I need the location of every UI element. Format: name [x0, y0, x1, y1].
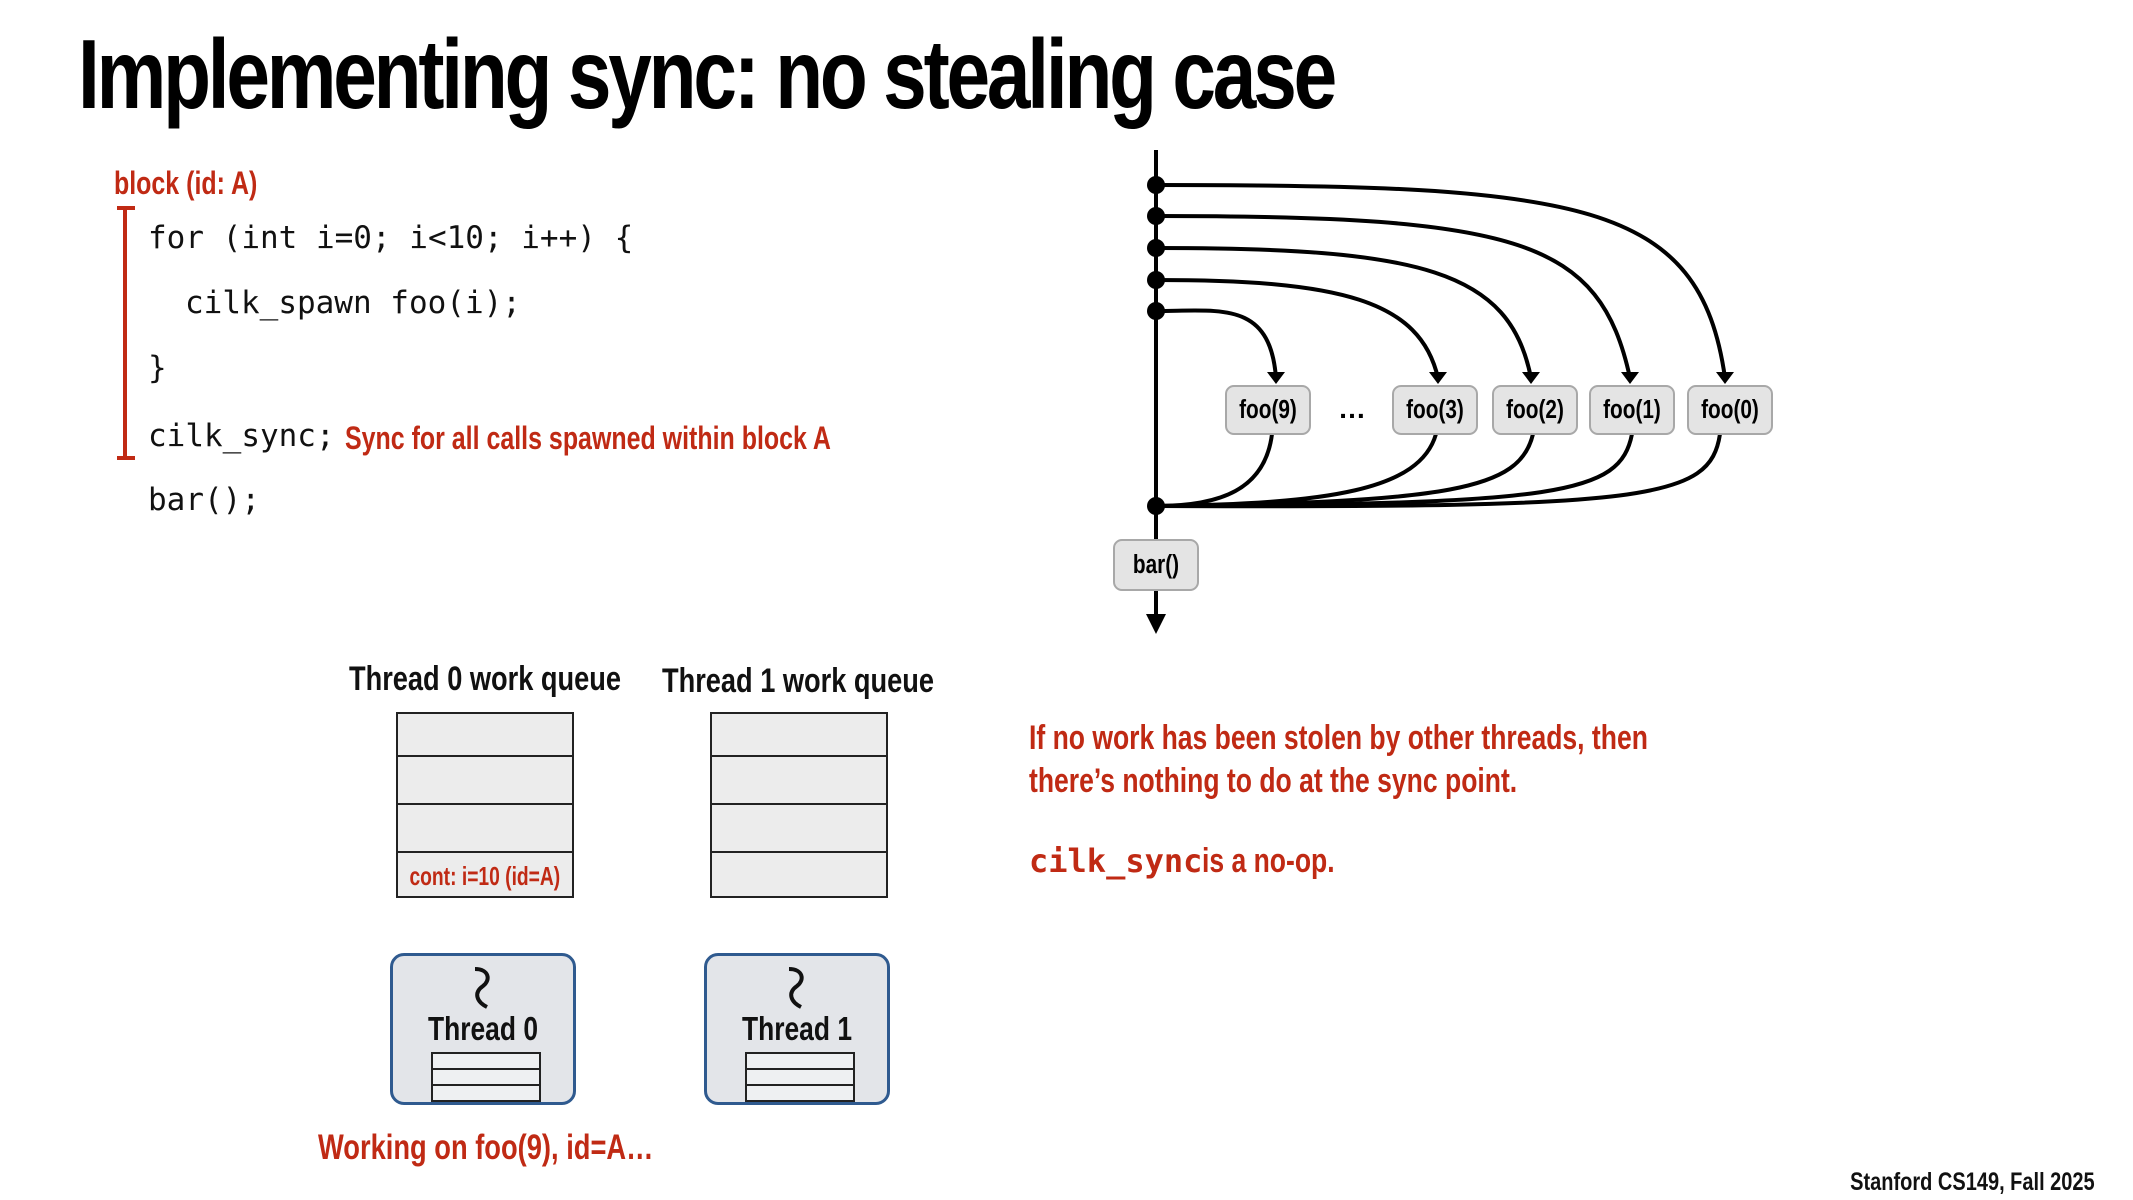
queue-slot	[398, 714, 572, 757]
svg-text:foo(0): foo(0)	[1701, 395, 1759, 424]
join-edge-foo3	[1155, 433, 1438, 508]
spawn-point	[1147, 207, 1165, 225]
queue-slot	[712, 757, 886, 805]
join-edge-foo0	[1155, 433, 1722, 509]
queue-slot	[712, 853, 886, 896]
spawn-point	[1147, 271, 1165, 289]
node-foo0: foo(0)	[1687, 385, 1773, 435]
node-foo1: foo(1)	[1589, 385, 1675, 435]
spawn-edge-foo9	[1155, 308, 1278, 379]
explanation-noop-rest: is a no-op.	[1202, 842, 1335, 880]
thread0-stack	[431, 1052, 541, 1102]
svg-text:foo(2): foo(2)	[1506, 395, 1564, 424]
spawn-edge-foo1	[1155, 214, 1632, 379]
thread0-label: Thread 0	[427, 1010, 539, 1047]
block-label: block (id: A)	[114, 165, 258, 201]
svg-text:foo(9): foo(9)	[1239, 395, 1297, 424]
main-thread-arrow	[1146, 614, 1166, 634]
spawn-point	[1147, 239, 1165, 257]
svg-text:foo(3): foo(3)	[1406, 395, 1464, 424]
slide-title: Implementing sync: no stealing case	[78, 19, 1337, 129]
code-line-close-brace: }	[148, 350, 167, 386]
node-foo2: foo(2)	[1492, 385, 1578, 435]
thread1-stack	[745, 1052, 855, 1102]
explanation-line2: there’s nothing to do at the sync point.	[1029, 762, 1518, 800]
svg-text:foo(1): foo(1)	[1603, 395, 1661, 424]
thread0-status: Working on foo(9), id=A…	[318, 1128, 654, 1167]
join-edge-foo1	[1155, 433, 1634, 508]
sync-note: Sync for all calls spawned within block …	[345, 420, 831, 456]
spawn-point	[1147, 176, 1165, 194]
explanation-text: If no work has been stolen by other thre…	[1029, 717, 1648, 803]
block-bracket	[117, 206, 135, 460]
code-line-for: for (int i=0; i<10; i++) {	[148, 220, 634, 256]
thread0-queue-title: Thread 0 work queue	[348, 660, 622, 698]
explanation-line1: If no work has been stolen by other thre…	[1029, 719, 1648, 757]
code-line-bar: bar();	[148, 482, 260, 518]
sync-point	[1147, 497, 1165, 515]
spawn-edge-foo2	[1155, 246, 1533, 379]
node-bar: bar()	[1113, 539, 1199, 591]
explanation-code: cilk_sync	[1029, 842, 1203, 880]
explanation-noop: cilk_sync is a no-op.	[1029, 842, 1372, 881]
spawn-diagram: foo(9) … foo(3) foo(2) foo(1) foo(0) bar…	[1113, 150, 1773, 634]
svg-text:bar(): bar()	[1133, 550, 1179, 579]
queue-slot	[712, 714, 886, 757]
spawn-edge-foo3	[1155, 278, 1440, 379]
code-line-spawn: cilk_spawn foo(i);	[185, 285, 521, 321]
thread-squiggle-icon	[788, 967, 804, 1009]
node-foo3: foo(3)	[1392, 385, 1478, 435]
queue-slot	[398, 805, 572, 853]
spawn-edge-foo0	[1155, 183, 1727, 379]
thread1-work-queue	[710, 712, 888, 898]
code-line-sync: cilk_sync;	[148, 418, 335, 454]
queue-entry-continuation: cont: i=10 (id=A)	[409, 861, 561, 891]
thread0-box: Thread 0	[390, 953, 576, 1105]
spawn-point	[1147, 302, 1165, 320]
queue-slot	[398, 757, 572, 805]
thread1-box: Thread 1	[704, 953, 890, 1105]
join-edge-foo9	[1155, 433, 1274, 508]
thread0-work-queue: cont: i=10 (id=A)	[396, 712, 574, 898]
queue-slot: cont: i=10 (id=A)	[398, 853, 572, 896]
node-foo9: foo(9)	[1225, 385, 1311, 435]
thread-squiggle-icon	[474, 967, 490, 1009]
thread1-queue-title: Thread 1 work queue	[661, 662, 935, 700]
node-ellipsis: …	[1338, 393, 1366, 424]
queue-slot	[712, 805, 886, 853]
footer-credit: Stanford CS149, Fall 2025	[1850, 1168, 2095, 1196]
thread1-label: Thread 1	[741, 1010, 853, 1047]
join-edge-foo2	[1155, 433, 1535, 508]
